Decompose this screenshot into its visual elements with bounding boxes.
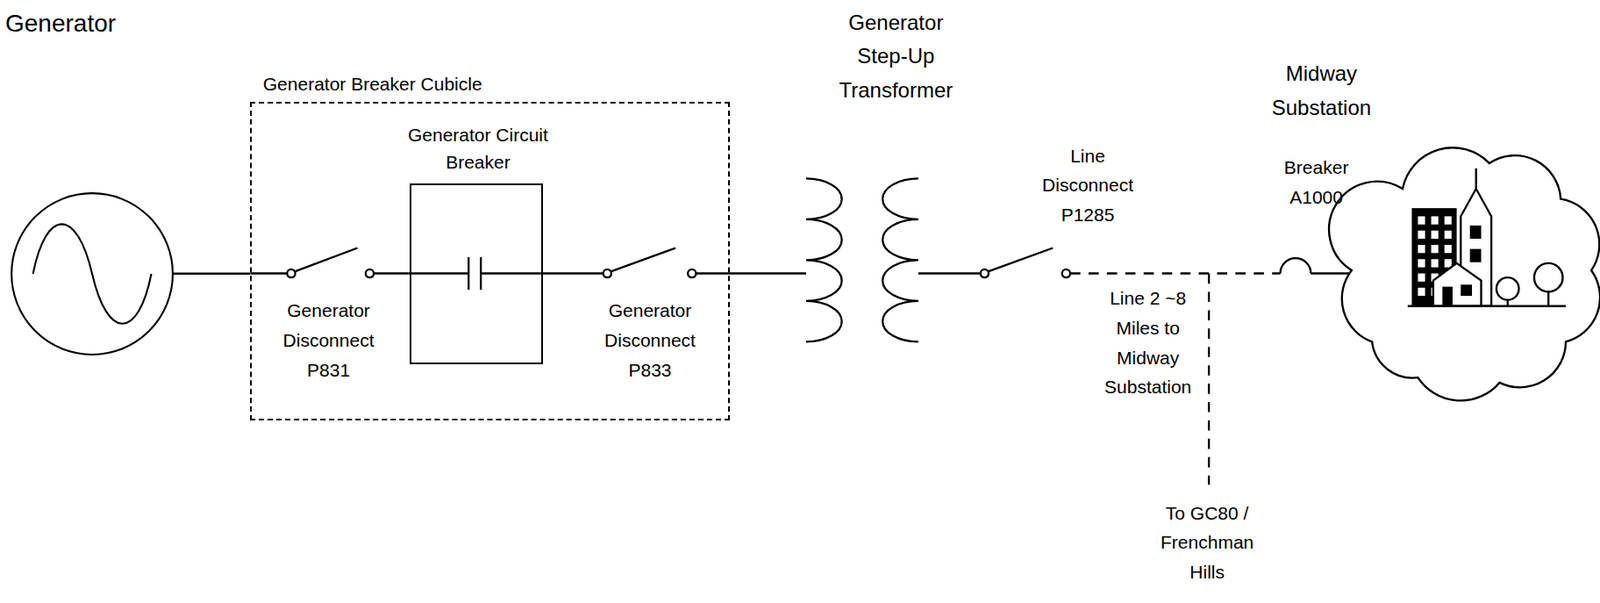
breaker-symbol [1280,257,1312,273]
window [1417,273,1425,282]
window [1444,215,1452,224]
equipment-label: Line Disconnect P1285 [1035,141,1141,230]
generator-circle: Generator [10,192,174,356]
window [1417,215,1425,224]
equipment-label: Generator Disconnect P831 [273,295,384,385]
wire [541,271,604,274]
generator-circle [11,192,173,355]
transformer-primary-winding [806,178,843,342]
city-cloud [1328,147,1600,400]
window [1417,287,1425,296]
wire [695,271,807,274]
disconnect-switch [286,247,374,278]
equipment-label: To GC80 / Frenchman Hills [1157,498,1258,587]
window [1431,215,1439,224]
equipment-label: Generator Disconnect P833 [595,295,706,385]
window [1444,244,1452,253]
equipment-label: Generator Step-Up Transformer [829,6,962,108]
sine-wave [32,223,151,323]
city-buildings [1407,168,1566,307]
window [1431,230,1439,239]
wire [250,271,287,274]
equipment-label: Midway Substation [1262,57,1381,125]
window [1431,258,1439,267]
window [1417,244,1425,253]
transmission-line-tap [1207,273,1210,486]
wire [1310,271,1353,274]
node-heading: Generator [5,4,116,44]
wire-connector [173,272,250,275]
wire [373,271,409,274]
window [1444,230,1452,239]
breaker-contact-symbol [408,257,542,290]
equipment-label: Line 2 ~8 Miles to Midway Substation [1102,283,1194,401]
transmission-line [1070,271,1280,274]
disconnect-switch [603,247,697,278]
window [1417,258,1425,267]
transformer-secondary-winding [882,178,919,342]
node-heading: Generator Breaker Cubicle [263,69,483,100]
disconnect-switch [980,247,1071,278]
window [1431,244,1439,253]
wire [918,271,981,274]
window [1417,230,1425,239]
generator-outline [10,192,174,356]
circuit-breaker-box: Generator Circuit Breaker [409,183,543,365]
window [1444,258,1452,267]
node-heading: Generator Circuit Breaker [407,121,549,177]
equipment-label: Breaker A1000 [1272,152,1361,212]
